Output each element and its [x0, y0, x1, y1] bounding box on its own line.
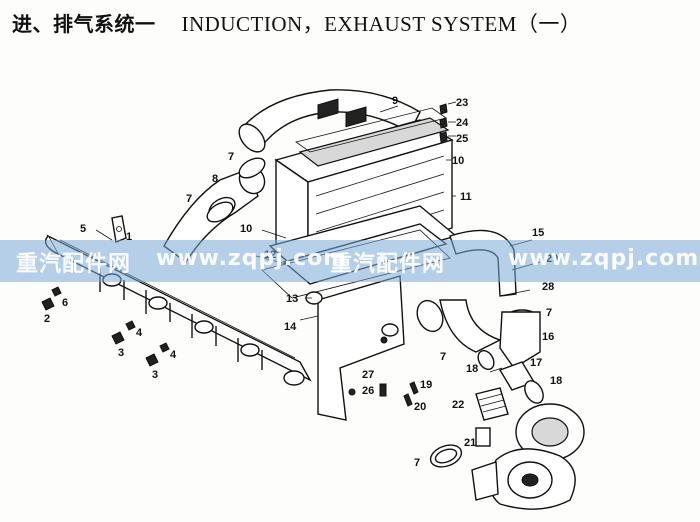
bolt-part-3: [111, 331, 159, 367]
turbocharger: [471, 403, 585, 510]
upper-hose-part-9: [238, 89, 421, 153]
callout-28: 28: [542, 281, 554, 293]
callout-7c: 7: [440, 351, 446, 363]
callout-5: 5: [80, 223, 86, 235]
callout-7e: 7: [414, 457, 420, 469]
watermark-band: 重汽配件网 www.zqpj.com 重汽配件网 www.zqpj.com: [0, 240, 700, 282]
seal-ring-part-18: [477, 349, 544, 404]
bracket-part-14: [317, 275, 405, 421]
callout-8: 8: [212, 173, 218, 185]
callout-15: 15: [532, 227, 544, 239]
callout-22: 22: [452, 399, 464, 411]
washer-part-4: [125, 320, 170, 353]
callout-13: 13: [286, 293, 298, 305]
callout-24: 24: [456, 117, 469, 129]
bolt-part-23: [439, 103, 448, 143]
watermark-text-1: 重汽配件网: [16, 252, 132, 277]
callout-3b: 3: [152, 369, 158, 381]
callout-7d: 7: [546, 307, 552, 319]
callout-16: 16: [542, 331, 554, 343]
title-zh: 进、排气系统一: [12, 12, 156, 36]
watermark-text-4: www.zqpj.com: [508, 246, 700, 271]
callout-4b: 4: [170, 349, 177, 361]
bracket-part-1: [111, 215, 127, 243]
watermark-text-2: www.zqpj.com: [156, 246, 348, 271]
callout-25: 25: [456, 133, 468, 145]
callout-14: 14: [284, 321, 297, 333]
callout-11: 11: [460, 191, 472, 203]
title-en: INDUCTION，EXHAUST SYSTEM（一）: [181, 12, 582, 36]
bolt-part-19: [403, 381, 419, 407]
elbow-pipe-part-16: [499, 311, 541, 369]
bolt-part-26: [379, 383, 387, 397]
callout-19: 19: [420, 379, 432, 391]
callout-17: 17: [530, 357, 542, 369]
watermark-text-3: 重汽配件网: [330, 252, 446, 277]
callout-18b: 18: [466, 363, 478, 375]
callout-9: 9: [392, 95, 398, 107]
callout-7b: 7: [186, 193, 192, 205]
mount-part-13: [305, 291, 399, 337]
callout-10a: 10: [452, 155, 464, 167]
callout-27: 27: [362, 369, 374, 381]
callout-26: 26: [362, 385, 374, 397]
callout-18a: 18: [550, 375, 562, 387]
callout-6: 6: [62, 297, 68, 309]
callout-23: 23: [456, 97, 468, 109]
callout-2: 2: [44, 313, 50, 325]
flex-pipe-part-22: [475, 387, 509, 421]
callout-1: 1: [126, 231, 132, 243]
callout-20: 20: [414, 401, 426, 413]
fitting-part-21: [475, 427, 491, 447]
callout-21: 21: [464, 437, 476, 449]
callout-10b: 10: [240, 223, 252, 235]
callout-4a: 4: [136, 327, 143, 339]
callout-7a: 7: [228, 151, 234, 163]
page-title: 进、排气系统一 INDUCTION，EXHAUST SYSTEM（一）: [12, 8, 581, 38]
callout-3a: 3: [118, 347, 124, 359]
bolt-part-2: [41, 286, 62, 311]
